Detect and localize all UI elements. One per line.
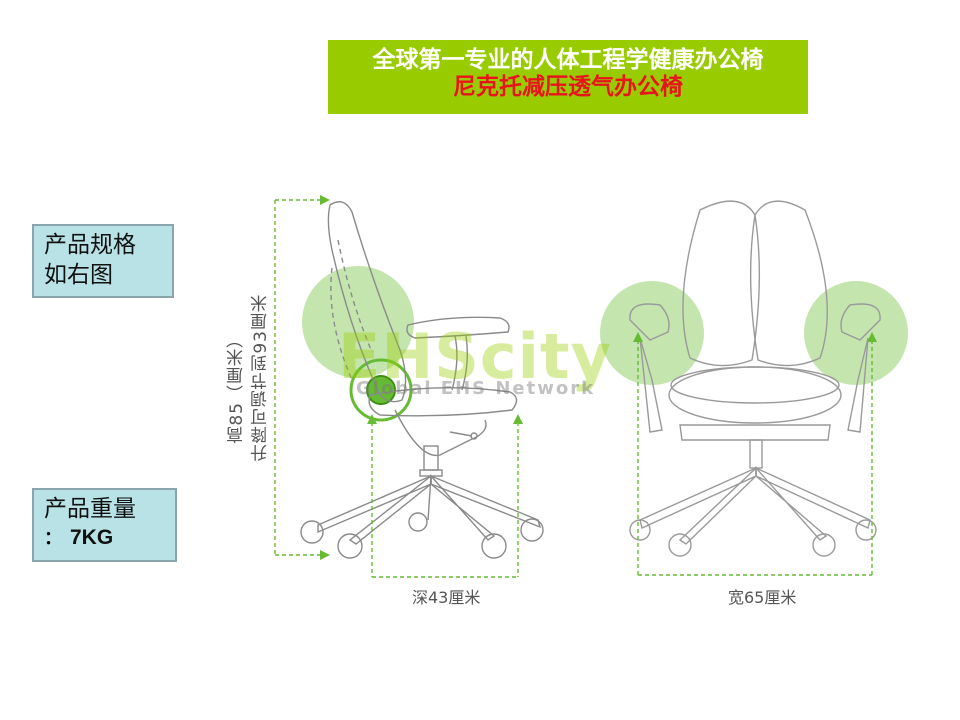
width-label: 宽65厘米 [728,588,797,607]
height-label-line-2: 升降可调节到93厘米 [251,294,271,462]
left-armrest-highlight-circle [600,281,704,385]
front-view-chair [600,200,908,557]
weight-line-1: 产品重量 [44,496,136,522]
title-banner: 全球第一专业的人体工程学健康办公椅 尼克托减压透气办公椅 [328,40,808,114]
front-dimension-arrows [633,332,877,342]
spec-box: 产品规格 如右图 [32,224,174,298]
spec-line-1: 产品规格 [44,232,136,258]
spec-line-2: 如右图 [44,262,113,288]
side-view-chair [300,201,544,559]
lumbar-highlight-circle [302,266,414,378]
weight-value: 7KG [70,526,114,549]
side-dimension-arrows [320,195,523,560]
right-armrest-highlight-circle [804,281,908,385]
banner-title: 全球第一专业的人体工程学健康办公椅 [372,47,764,73]
front-dimension-lines [637,340,873,576]
watermark-tagline: Global EHS Network [356,378,596,399]
banner-subtitle: 尼克托减压透气办公椅 [453,73,683,100]
height-label-line-1: 高85（厘米） [227,330,247,444]
watermark-logo: EHScity [338,320,612,393]
depth-label: 深43厘米 [412,588,481,607]
weight-colon: ： [44,528,62,549]
side-dimension-lines [274,199,519,578]
weight-box: 产品重量 ： 7KG [32,488,177,562]
